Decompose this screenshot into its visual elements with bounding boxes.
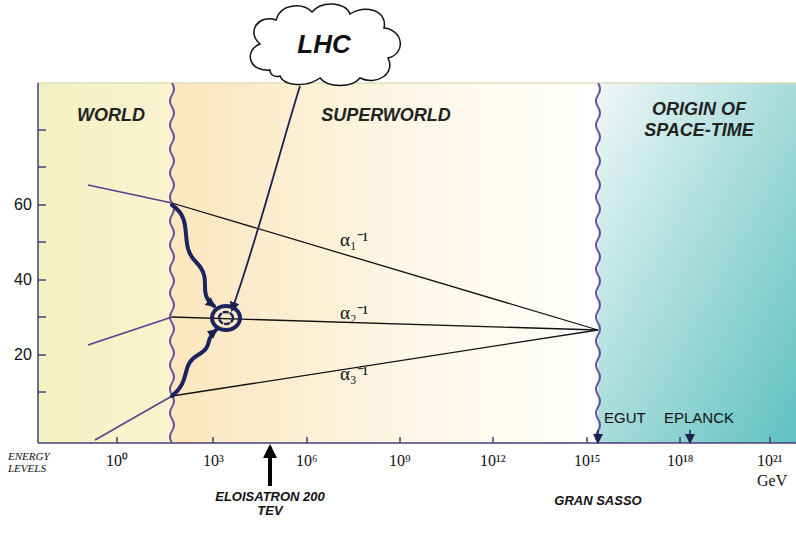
region-title: WORLD (46, 105, 176, 126)
world-band: WORLD (38, 83, 184, 443)
x-tick-label: 10²¹ (757, 452, 783, 470)
origin-band: ORIGIN OF SPACE-TIME (602, 83, 796, 443)
eplanck-arrow (689, 430, 691, 442)
lab-label: GRAN SASSO (538, 494, 658, 508)
x-tick-label: 10¹⁸ (667, 452, 693, 470)
energy-marker: EPLANCK (664, 410, 734, 427)
axis-title: ENERGY LEVELS (8, 450, 68, 474)
x-axis (38, 442, 796, 444)
unit-label: GeV (757, 472, 787, 490)
coupling-lines-world (88, 185, 172, 440)
energy-marker: EGUT (604, 410, 646, 427)
wavy-boundary (170, 83, 174, 443)
eloisatron-arrow (268, 447, 272, 486)
y-tick-label: 60 (14, 196, 32, 214)
y-axis (37, 83, 39, 443)
cloud-label: LHC (297, 29, 350, 60)
superworld-band: SUPERWORLD (176, 83, 596, 443)
x-tick-label: 10⁶ (296, 452, 318, 470)
origin-ground (598, 83, 796, 443)
x-tick-label: 10⁰ (106, 452, 128, 470)
machine-label: ELOISATRON 200 TEV (215, 490, 325, 519)
coupling-label: α₃⁻¹ (340, 364, 368, 385)
lhc-cloud: LHC (240, 0, 408, 88)
region-title: SUPERWORLD (286, 105, 486, 126)
x-tick-label: 10³ (203, 452, 224, 470)
coupling-label: α₂⁻¹ (340, 303, 368, 324)
x-ticks (117, 437, 770, 443)
superworld-ground (172, 83, 600, 443)
y-tick-label: 40 (14, 271, 32, 289)
wavy-boundary (596, 83, 600, 443)
world-ground (38, 83, 174, 443)
coupling-label: α₁⁻¹ (340, 230, 368, 251)
y-ticks (38, 130, 46, 392)
x-tick-label: 10⁹ (389, 452, 411, 470)
lhc-arrow (232, 86, 300, 310)
x-tick-label: 10¹² (480, 452, 506, 470)
search-path (172, 205, 240, 396)
y-tick-label: 20 (14, 346, 32, 364)
egut-arrow (597, 430, 599, 442)
region-title: ORIGIN OF SPACE-TIME (634, 99, 764, 140)
x-tick-label: 10¹⁵ (574, 452, 600, 470)
